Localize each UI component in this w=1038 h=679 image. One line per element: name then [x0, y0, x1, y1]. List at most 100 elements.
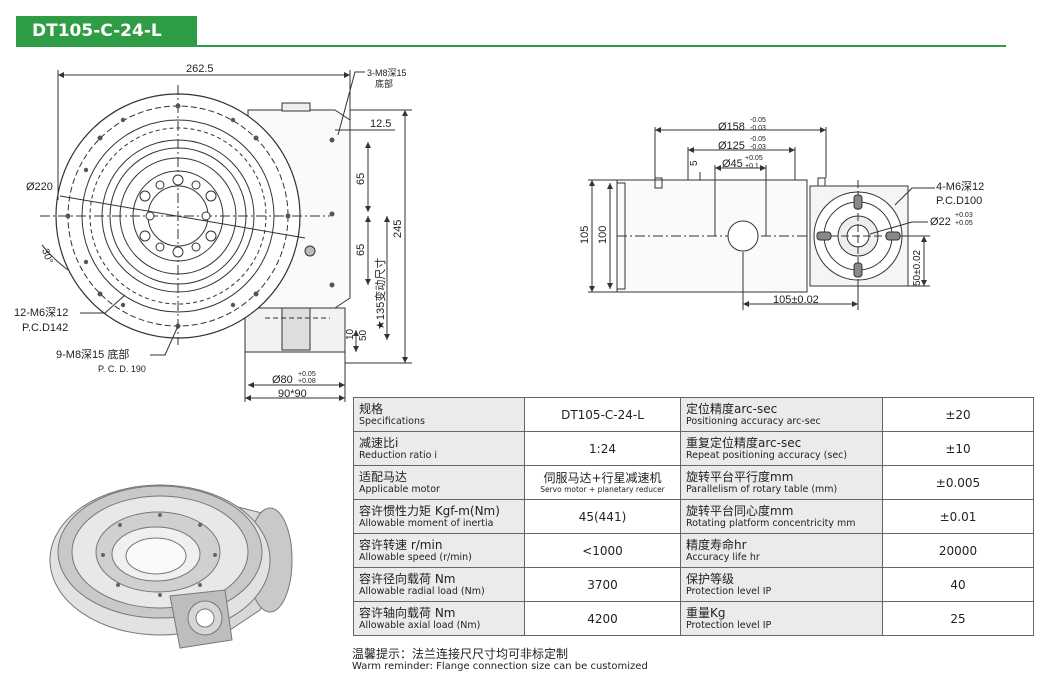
spec-value-main: DT105-C-24-L [561, 407, 644, 422]
product-3d-render [49, 484, 293, 649]
product-title: DT105-C-24-L [16, 16, 197, 46]
spec-value: 25 [882, 601, 1034, 636]
dim-dia-80-tol-low: +0.08 [298, 378, 316, 385]
warm-reminder-cn: 温馨提示：法兰连接尺尺寸均可非标定制 [352, 647, 569, 661]
dim-dia-22: Ø22 [930, 216, 951, 228]
dim-dia-158-tol-low: -0.03 [750, 125, 766, 132]
spec-value-main: 4200 [587, 611, 618, 626]
dim-245: 245 [392, 220, 404, 238]
dim-width-262: 262.5 [186, 63, 214, 75]
label-pcd-142: P.C.D142 [22, 322, 68, 334]
dim-65-upper: 65 [355, 173, 367, 185]
spec-label-cn: 规格 [359, 401, 384, 416]
spec-label-cn: 定位精度arc-sec [686, 401, 778, 416]
dim-10: 10 [345, 328, 356, 340]
spec-value-main: 伺服马达+行星减速机 [543, 470, 662, 485]
spec-value: 4200 [524, 601, 681, 636]
spec-label-cn: 保护等级 [686, 571, 735, 586]
spec-label-en: Protection level IP [686, 585, 772, 597]
spec-value-main: ±0.01 [939, 509, 977, 524]
spec-label-en: Reduction ratio i [359, 449, 438, 461]
spec-label-cn: 容许转速 r/min [359, 537, 443, 552]
spec-label-cn: 容许径向载荷 Nm [359, 571, 456, 586]
spec-value: ±20 [882, 397, 1034, 432]
dim-dia-158: Ø158 [718, 121, 745, 133]
dim-angle-30: 30° [39, 247, 55, 265]
dim-65-lower: 65 [355, 244, 367, 256]
dim-dia-45-tol-up: +0.05 [745, 155, 763, 162]
spec-label-en: Allowable radial load (Nm) [359, 585, 485, 597]
dim-12-5: 12.5 [370, 118, 391, 130]
dim-dia-80: Ø80 [272, 374, 293, 386]
spec-value: 20000 [882, 533, 1034, 568]
dim-105-horizontal: 105±0.02 [773, 294, 819, 306]
spec-value: ±10 [882, 431, 1034, 466]
spec-value-main: 25 [950, 611, 966, 626]
spec-label-en: Repeat positioning accuracy (sec) [686, 449, 848, 461]
spec-value: ±0.005 [882, 465, 1034, 500]
label-pcd-100: P.C.D100 [936, 195, 982, 207]
spec-value-main: <1000 [582, 543, 623, 558]
spec-value-main: 3700 [587, 577, 618, 592]
label-hole-4-m6: 4-M6深12 [936, 180, 984, 193]
spec-value: 40 [882, 567, 1034, 602]
dim-100-vertical: 100 [597, 226, 609, 244]
dim-dia-80-tol-up: +0.05 [298, 371, 316, 378]
dim-135-variable: ★135变动尺寸 [373, 258, 387, 330]
spec-label-cn: 适配马达 [359, 469, 408, 484]
spec-label-en: Allowable speed (r/min) [359, 551, 472, 563]
warm-reminder: 温馨提示：法兰连接尺尺寸均可非标定制 Warm reminder: Flange… [352, 647, 648, 673]
spec-label-cn: 重量Kg [686, 605, 726, 620]
spec-value: 1:24 [524, 431, 681, 466]
label-hole-12-m6: 12-M6深12 [14, 306, 68, 319]
spec-value-main: 40 [950, 577, 966, 592]
dim-dia-125-tol-low: -0.03 [750, 144, 766, 151]
spec-label-cn: 旋转平台平行度mm [686, 469, 794, 484]
warm-reminder-en: Warm reminder: Flange connection size ca… [352, 661, 648, 672]
spec-value: ±0.01 [882, 499, 1034, 534]
spec-value: 45(441) [524, 499, 681, 534]
dim-105-vertical: 105 [579, 226, 591, 244]
spec-value: 3700 [524, 567, 681, 602]
spec-value-main: ±10 [945, 441, 971, 456]
spec-label-cn: 减速比i [359, 435, 399, 450]
spec-value: DT105-C-24-L [524, 397, 681, 432]
spec-label-en: Allowable moment of inertia [359, 517, 494, 529]
spec-label-cn: 旋转平台同心度mm [686, 503, 794, 518]
label-pcd-190: P. C. D. 190 [98, 364, 146, 374]
dim-dia-158-tol-up: -0.05 [750, 117, 766, 124]
spec-label-en: Positioning accuracy arc-sec [686, 415, 821, 427]
spec-label-en: Protection level IP [686, 619, 772, 631]
dim-50-vertical: 50±0.02 [912, 249, 923, 286]
dim-5: 5 [689, 160, 700, 166]
front-view [40, 70, 412, 402]
dim-dia-220: Ø220 [26, 181, 53, 193]
spec-label-en: Rotating platform concentricity mm [686, 517, 856, 529]
label-hole-9-m8: 9-M8深15 底部 [56, 347, 129, 361]
spec-value-main: 20000 [938, 543, 978, 558]
dim-dia-125: Ø125 [718, 140, 745, 152]
dim-dia-125-tol-up: -0.05 [750, 136, 766, 143]
spec-label-cn: 精度寿命hr [686, 537, 747, 552]
dim-dia-45-tol-low: +0.1 [745, 163, 759, 170]
spec-value-main: ±20 [945, 407, 971, 422]
label-hole-3-bottom: 底部 [375, 78, 393, 89]
